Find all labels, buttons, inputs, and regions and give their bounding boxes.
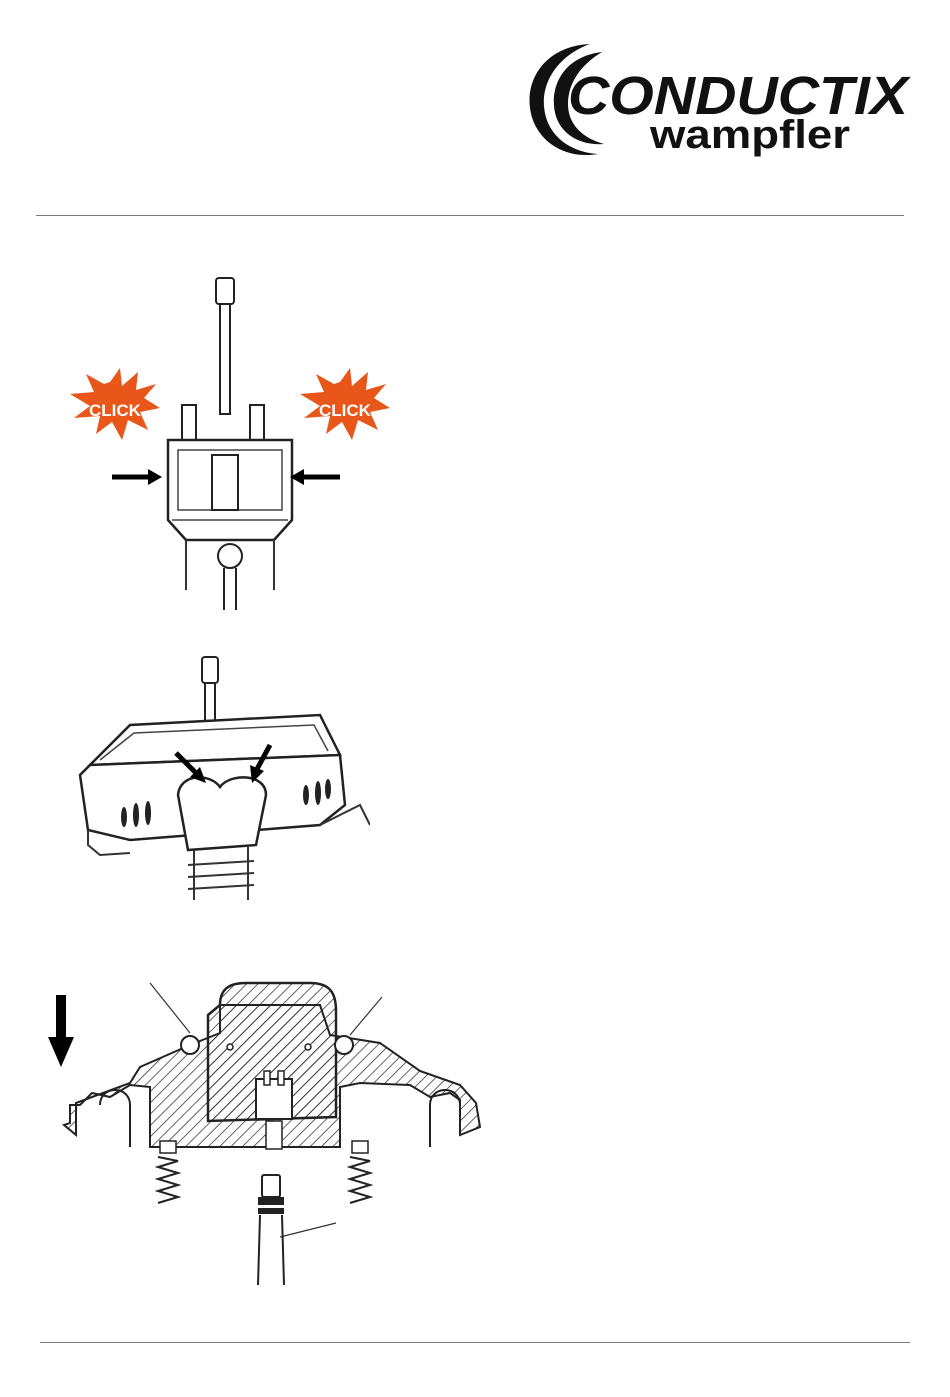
arrow-down-icon xyxy=(48,995,74,1067)
svg-text:CLICK: CLICK xyxy=(89,401,142,420)
brand-subname: wampfler xyxy=(649,113,850,157)
arrow-right-icon xyxy=(112,469,162,485)
figure-click-assembly: CLICK CLICK xyxy=(60,270,400,615)
click-badge-right: CLICK xyxy=(300,368,390,440)
header-divider xyxy=(36,215,904,216)
figure-latch-release xyxy=(70,655,370,905)
figure-cross-section xyxy=(40,975,490,1290)
spring-left xyxy=(158,1157,178,1203)
footer-divider xyxy=(40,1342,910,1343)
spring-right xyxy=(350,1157,370,1203)
conductix-wampfler-logo: CONDUCTIX wampfler xyxy=(520,36,920,166)
svg-text:CLICK: CLICK xyxy=(319,401,372,420)
click-badge-left: CLICK xyxy=(70,368,160,440)
arrow-left-icon xyxy=(290,469,340,485)
